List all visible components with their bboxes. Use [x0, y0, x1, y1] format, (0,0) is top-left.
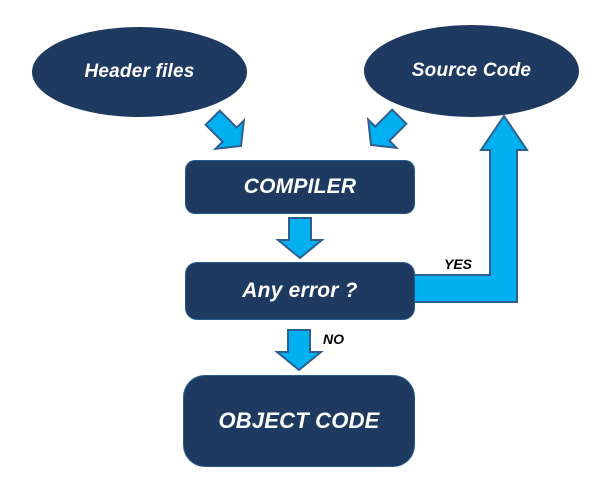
- node-compiler-label: COMPILER: [243, 175, 357, 198]
- node-any-error-label: Any error ?: [242, 279, 358, 302]
- arrow-no-anyerror-to-objectcode-icon: [274, 329, 324, 372]
- node-object-code: OBJECT CODE: [183, 375, 415, 467]
- arrow-compiler-to-anyerror-icon: [275, 217, 325, 260]
- node-header-files: Header files: [32, 27, 247, 117]
- node-header-files-label: Header files: [84, 61, 195, 82]
- arrow-yes-anyerror-to-source-icon: [409, 114, 529, 303]
- arrow-header-to-compiler-icon: [204, 109, 246, 151]
- edge-label-yes: YES: [444, 256, 473, 272]
- edge-label-no: NO: [323, 331, 344, 347]
- node-any-error: Any error ?: [185, 262, 415, 320]
- node-source-code-label: Source Code: [411, 60, 532, 81]
- arrow-source-to-compiler-icon: [366, 108, 408, 150]
- node-object-code-label: OBJECT CODE: [218, 408, 380, 433]
- node-compiler: COMPILER: [185, 160, 415, 214]
- node-source-code: Source Code: [364, 25, 579, 117]
